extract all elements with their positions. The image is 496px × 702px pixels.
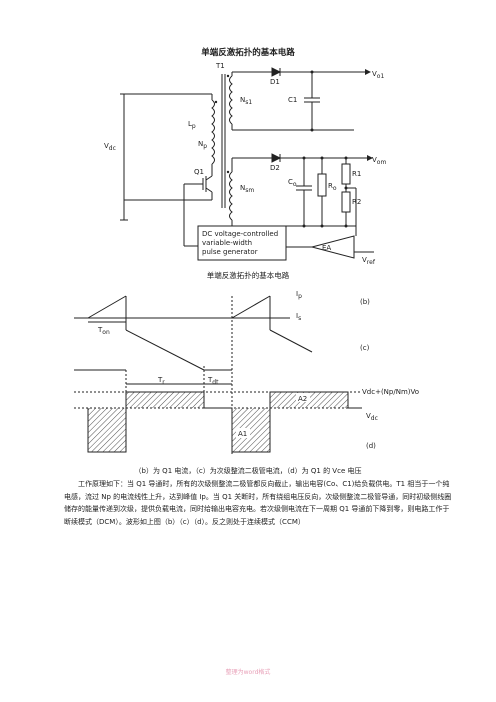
label-vom: Vom <box>372 156 386 166</box>
label-q1: Q1 <box>194 168 204 176</box>
label-r1: R1 <box>352 170 361 178</box>
controller-line-2: variable-width <box>202 239 252 247</box>
label-d1: D1 <box>270 78 280 86</box>
wave-c-ramp-1 <box>125 329 205 371</box>
footer-watermark: 整理为word格式 <box>225 669 271 676</box>
label-t1: T1 <box>215 62 225 70</box>
circuit-caption: 单端反激拓扑的基本电路 <box>206 271 290 280</box>
label-vdc-level: Vdc <box>366 412 378 422</box>
label-b: (b) <box>360 298 370 306</box>
label-np: Np <box>198 140 207 150</box>
label-ip: Ip <box>296 290 302 300</box>
label-c1: C1 <box>288 96 297 104</box>
label-co: Co <box>288 178 297 188</box>
label-vdc-plus: Vdc+(Np/Nm)Vo <box>362 388 419 396</box>
label-ton: Ton <box>97 326 110 336</box>
label-vref: Vref <box>362 256 376 266</box>
label-tdt: Tdt <box>207 376 219 386</box>
wave-b-ramp-2 <box>231 295 271 319</box>
label-c: (c) <box>360 344 370 352</box>
label-ns1: Ns1 <box>240 96 252 106</box>
label-ea: EA <box>322 244 331 252</box>
controller-line-1: DC voltage-controlled <box>202 230 278 238</box>
label-is: Is <box>296 312 301 322</box>
wave-c-ramp-2 <box>269 329 313 353</box>
label-d: (d) <box>366 442 376 450</box>
controller-line-3: pulse generator <box>202 248 258 256</box>
label-nsm: Nsm <box>240 184 254 194</box>
body-text: 工作原理如下：当 Q1 导通时，所有的次级侧整流二极管都反向截止，输出电容(Co… <box>64 478 454 528</box>
label-lp: Lp <box>188 120 196 130</box>
area-below-1 <box>88 408 126 452</box>
page-title: 单端反激拓扑的基本电路 <box>201 48 295 58</box>
body-paragraph: 工作原理如下：当 Q1 导通时，所有的次级侧整流二极管都反向截止，输出电容(Co… <box>64 480 452 526</box>
label-a1: A1 <box>238 430 247 438</box>
waveform-caption: （b）为 Q1 电流，（c）为次级整流二极管电流，（d）为 Q1 的 Vce 电… <box>134 467 362 475</box>
label-a2: A2 <box>298 395 307 403</box>
label-vdc: Vdc <box>104 142 116 152</box>
label-r2: R2 <box>352 198 361 206</box>
area-above-1 <box>126 392 204 408</box>
label-ro: Ro <box>328 182 337 192</box>
label-tr: Tr <box>157 376 165 386</box>
label-vo1: Vo1 <box>372 70 384 80</box>
wave-b-ramp-1 <box>87 295 127 319</box>
label-d2: D2 <box>270 164 280 172</box>
